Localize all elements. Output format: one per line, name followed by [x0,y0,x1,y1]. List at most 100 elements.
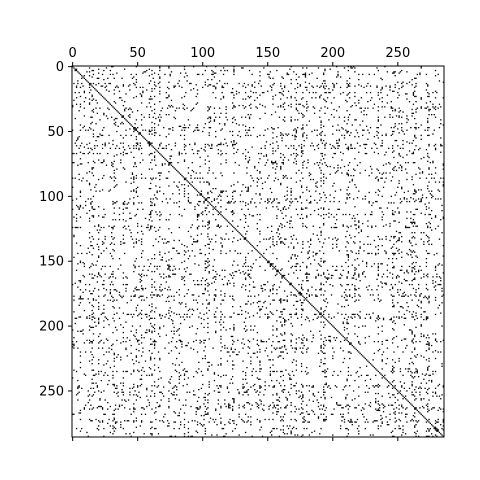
nonzero-mark [347,186,350,188]
nonzero-mark [150,225,152,227]
nonzero-mark [259,361,261,364]
nonzero-mark [346,197,348,199]
nonzero-mark [281,133,283,135]
nonzero-mark [267,199,269,201]
nonzero-mark [72,226,74,229]
nonzero-mark [428,93,430,95]
nonzero-mark [260,198,262,200]
nonzero-mark [291,254,294,256]
nonzero-mark [252,315,255,317]
nonzero-mark [264,418,266,421]
nonzero-mark [109,405,112,408]
nonzero-mark [377,120,379,122]
nonzero-mark [278,272,281,274]
nonzero-mark [399,110,402,112]
nonzero-mark [151,373,153,375]
nonzero-mark [408,283,411,286]
nonzero-mark [176,250,178,252]
nonzero-mark [112,276,114,278]
nonzero-mark [233,71,235,73]
nonzero-mark [153,265,156,268]
nonzero-mark [144,287,147,290]
nonzero-mark [237,134,239,137]
nonzero-mark [79,261,82,264]
nonzero-mark [221,299,223,301]
nonzero-mark [120,264,122,266]
nonzero-mark [297,290,299,292]
nonzero-mark [274,407,277,409]
nonzero-mark [290,106,292,108]
nonzero-mark [88,151,91,153]
nonzero-mark [170,257,173,260]
nonzero-mark [229,355,231,357]
nonzero-mark [164,252,166,255]
nonzero-mark [133,202,135,204]
nonzero-mark [205,213,208,216]
nonzero-mark [346,110,348,112]
nonzero-mark [127,420,130,422]
nonzero-mark [150,198,152,200]
nonzero-mark [220,69,222,72]
nonzero-mark [140,369,143,371]
nonzero-mark [401,116,403,118]
nonzero-mark [122,212,125,214]
nonzero-mark [364,276,366,278]
nonzero-mark [85,97,87,99]
nonzero-mark [122,167,125,169]
nonzero-mark [220,191,222,194]
nonzero-mark [263,134,265,137]
nonzero-mark [417,167,420,169]
nonzero-mark [272,150,274,152]
nonzero-mark [99,93,101,95]
nonzero-mark [333,200,335,203]
nonzero-mark [113,413,115,415]
nonzero-mark [272,268,274,270]
nonzero-mark [282,159,285,161]
nonzero-mark [103,174,105,177]
nonzero-mark [354,158,356,160]
nonzero-mark [176,169,178,172]
nonzero-mark [151,390,153,392]
nonzero-mark [260,287,262,290]
nonzero-mark [111,226,113,229]
nonzero-mark [269,143,272,146]
nonzero-mark [306,199,308,201]
nonzero-mark [325,197,327,199]
nonzero-mark [282,416,285,418]
nonzero-mark [259,387,261,390]
nonzero-mark [385,85,387,87]
nonzero-mark [259,386,261,388]
nonzero-mark [316,77,318,79]
nonzero-mark [231,102,234,104]
nonzero-mark [260,308,262,310]
nonzero-mark [323,85,325,87]
nonzero-mark [235,93,238,95]
nonzero-mark [150,211,152,213]
nonzero-mark [290,154,292,156]
nonzero-mark [441,232,443,234]
nonzero-mark [208,383,210,386]
nonzero-mark [159,174,161,177]
nonzero-mark [135,66,138,68]
nonzero-mark [228,351,230,353]
nonzero-mark [411,84,413,86]
nonzero-mark [152,177,154,179]
nonzero-mark [208,260,210,262]
nonzero-mark [310,145,312,147]
nonzero-mark [302,247,304,249]
nonzero-mark [164,413,166,415]
nonzero-mark [155,407,157,409]
nonzero-mark [98,206,100,208]
nonzero-mark [168,259,170,261]
nonzero-mark [231,225,234,227]
nonzero-mark [111,295,113,297]
nonzero-mark [186,313,188,316]
nonzero-mark [140,243,143,246]
nonzero-mark [179,322,182,325]
nonzero-mark [194,187,196,190]
nonzero-mark [198,396,200,399]
nonzero-mark [172,322,174,325]
nonzero-mark [172,273,174,275]
nonzero-mark [78,208,80,210]
nonzero-mark [103,160,105,162]
